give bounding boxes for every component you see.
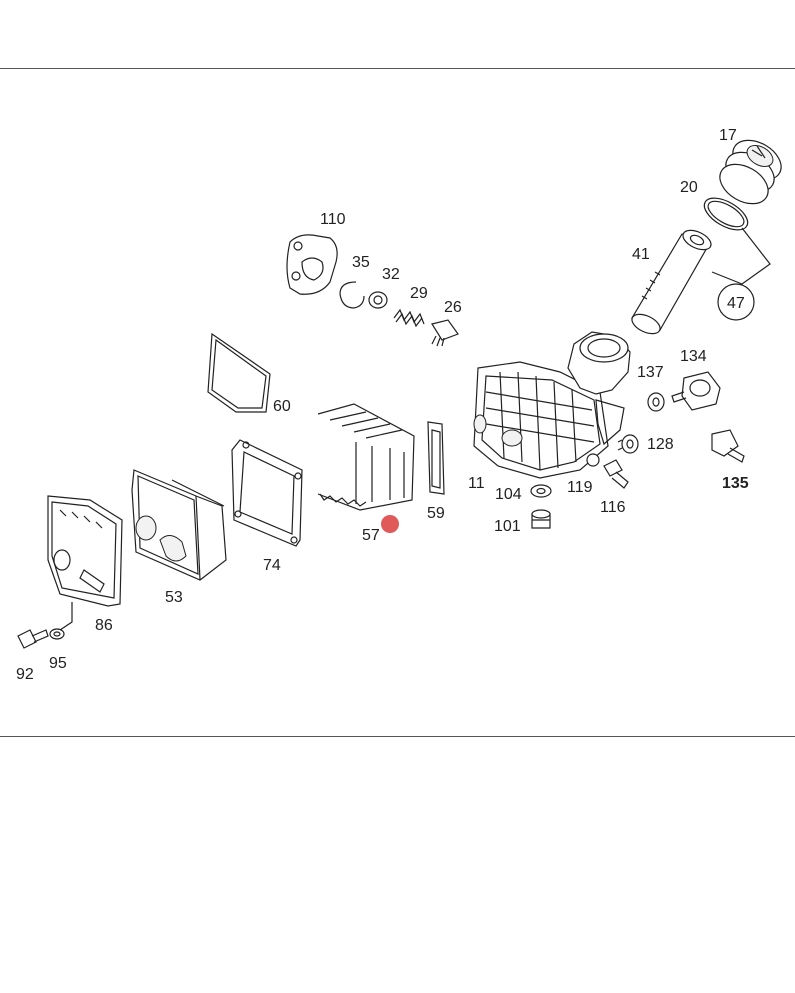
label-26: 26: [444, 299, 462, 316]
part-20-o-ring[interactable]: [699, 192, 753, 237]
part-59-plate-strip[interactable]: [427, 421, 445, 495]
part-104-washer[interactable]: [530, 484, 552, 498]
label-110: 110: [320, 211, 346, 228]
part-60-gasket-plate[interactable]: [207, 332, 271, 413]
label-57: 57: [362, 527, 380, 544]
label-86: 86: [95, 617, 113, 634]
part-53-oil-cooler[interactable]: [131, 469, 227, 581]
part-137-seal-ring[interactable]: [647, 392, 665, 412]
label-11: 11: [468, 475, 485, 492]
label-128: 128: [647, 436, 674, 453]
part-26-valve[interactable]: [431, 319, 459, 347]
label-17: 17: [719, 127, 737, 144]
part-74-gasket[interactable]: [231, 439, 303, 547]
part-134-sensor[interactable]: [671, 371, 721, 411]
label-41: 41: [632, 246, 650, 263]
part-92-drain-bolt[interactable]: [17, 629, 49, 649]
label-32: 32: [382, 266, 400, 283]
label-29: 29: [410, 285, 428, 302]
part-95-washer[interactable]: [49, 628, 65, 640]
part-11-filter-housing[interactable]: [473, 331, 631, 479]
part-116-bolt[interactable]: [603, 459, 629, 489]
label-59: 59: [427, 505, 445, 522]
part-135-switch[interactable]: [711, 429, 745, 463]
highlight-marker[interactable]: [381, 515, 399, 533]
label-116: 116: [600, 499, 626, 516]
label-101: 101: [494, 518, 521, 535]
part-101-drain-plug[interactable]: [531, 509, 551, 529]
part-57-baffle-insert[interactable]: [317, 403, 415, 511]
part-41-filter-element[interactable]: [629, 226, 714, 337]
label-137: 137: [637, 364, 664, 381]
label-20: 20: [680, 179, 698, 196]
part-17-filter-cap[interactable]: [713, 132, 788, 211]
part-35-snap-ring[interactable]: [339, 281, 365, 309]
part-32-bushing[interactable]: [368, 291, 388, 309]
label-53: 53: [165, 589, 183, 606]
part-128-plug[interactable]: [617, 434, 639, 454]
bottom-divider: [0, 736, 795, 737]
label-35: 35: [352, 254, 370, 271]
callout-47-lines: [711, 227, 771, 288]
callout-47[interactable]: [717, 283, 755, 321]
label-74: 74: [263, 557, 281, 574]
part-110-gasket[interactable]: [286, 234, 338, 295]
label-119: 119: [567, 479, 593, 496]
top-divider: [0, 68, 795, 69]
part-29-spring[interactable]: [393, 308, 425, 328]
label-134: 134: [680, 348, 707, 365]
label-92: 92: [16, 666, 34, 683]
label-135: 135: [722, 475, 749, 492]
label-95: 95: [49, 655, 67, 672]
label-60: 60: [273, 398, 291, 415]
part-86-oil-pan[interactable]: [47, 495, 123, 607]
part-119-small-plug[interactable]: [586, 453, 600, 467]
label-47: 47: [727, 295, 745, 312]
label-104: 104: [495, 486, 522, 503]
callout-86-line: [59, 602, 73, 631]
